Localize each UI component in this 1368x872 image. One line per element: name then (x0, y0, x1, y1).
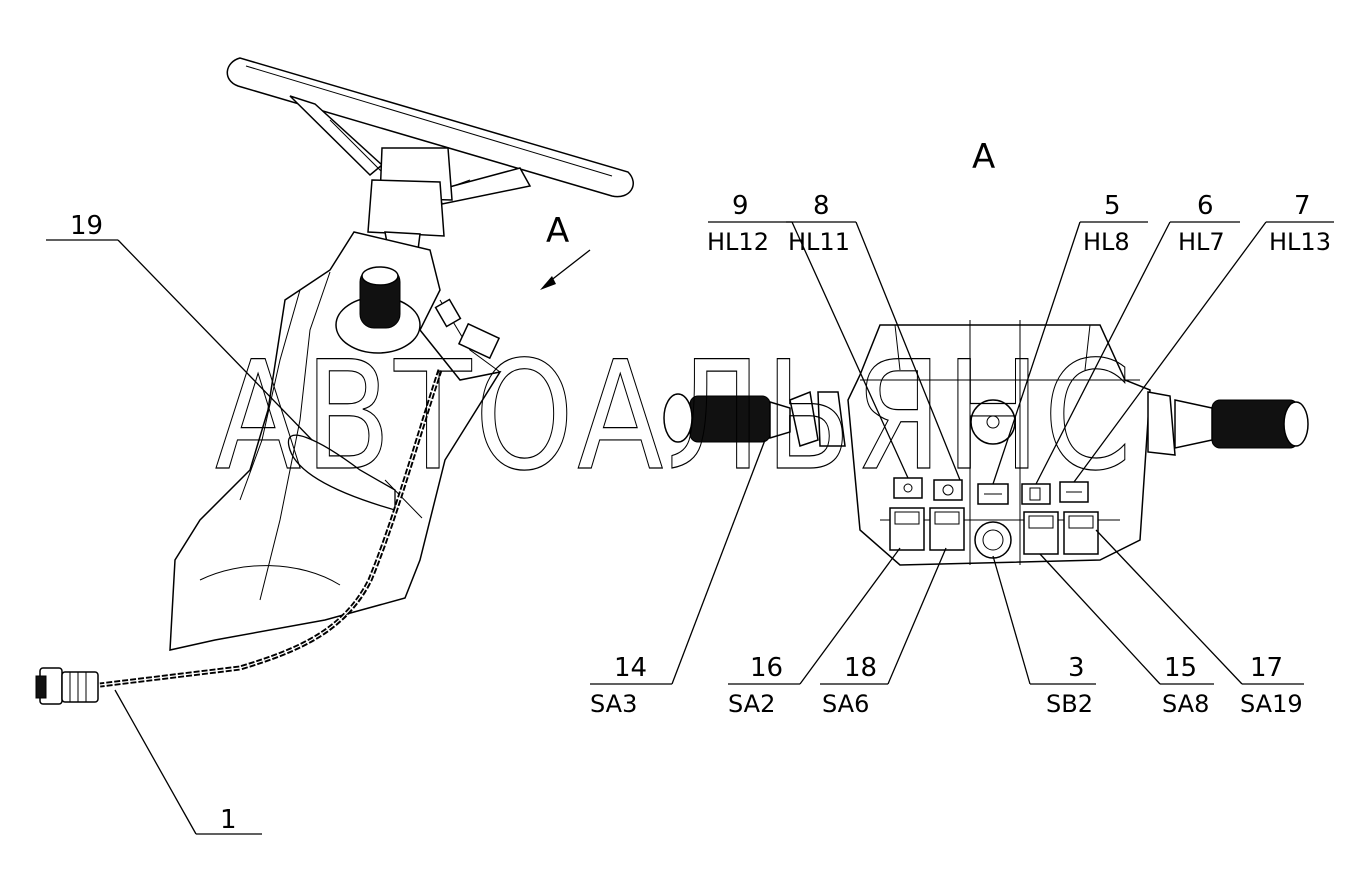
cable-harness (99, 369, 443, 688)
watermark: АВТОАЛЬЯНС (215, 330, 1135, 504)
callout-code-sa8: SA8 (1162, 690, 1209, 718)
button-sb2 (974, 521, 1012, 559)
switch-sa8 (1023, 511, 1059, 555)
indicator-lamp-row (893, 477, 1089, 505)
leader-lines (46, 221, 1334, 835)
steering-wheel (226, 57, 634, 251)
callout-num-15: 15 (1164, 653, 1197, 683)
callout-code-hl7: HL7 (1178, 228, 1225, 256)
callout-num-6: 6 (1197, 191, 1214, 221)
callout-num-3: 3 (1068, 653, 1085, 683)
callout-code-hl13: HL13 (1269, 228, 1331, 256)
callout-code-hl12: HL12 (707, 228, 769, 256)
callout-num-7: 7 (1294, 191, 1311, 221)
callout-code-sa3: SA3 (590, 690, 637, 718)
harness-plug-connector (35, 667, 99, 705)
lamp-hl11 (933, 479, 963, 501)
switch-sa6 (929, 507, 965, 551)
callout-num-17: 17 (1250, 653, 1283, 683)
callout-num-19: 19 (70, 211, 103, 241)
rocker-switch-row (889, 507, 1099, 559)
steering-column-assembly: A (35, 57, 634, 705)
callout-num-8: 8 (813, 191, 830, 221)
callout-code-hl8: HL8 (1083, 228, 1130, 256)
callout-num-16: 16 (750, 653, 783, 683)
control-panel-view-a: A (46, 137, 1334, 835)
callout-code-sa6: SA6 (822, 690, 869, 718)
switch-sa19 (1063, 511, 1099, 555)
callout-code-sa19: SA19 (1240, 690, 1303, 718)
view-arrow-label: A (546, 211, 569, 251)
view-arrow-a: A (540, 211, 591, 290)
right-switch-stalk (1147, 391, 1309, 456)
switch-sa2 (889, 507, 925, 551)
callout-code-sb2: SB2 (1046, 690, 1093, 718)
callout-num-1: 1 (220, 805, 237, 835)
column-housing (169, 231, 502, 651)
left-switch-stalk (663, 390, 846, 447)
callout-num-5: 5 (1104, 191, 1121, 221)
callout-num-18: 18 (844, 653, 877, 683)
callout-code-sa2: SA2 (728, 690, 775, 718)
callout-num-9: 9 (732, 191, 749, 221)
callout-num-14: 14 (614, 653, 647, 683)
callout-labels: 9 HL12 8 HL11 5 HL8 6 HL7 7 HL13 14 SA3 … (70, 191, 1331, 835)
view-title: A (972, 137, 995, 177)
callout-code-hl11: HL11 (788, 228, 850, 256)
